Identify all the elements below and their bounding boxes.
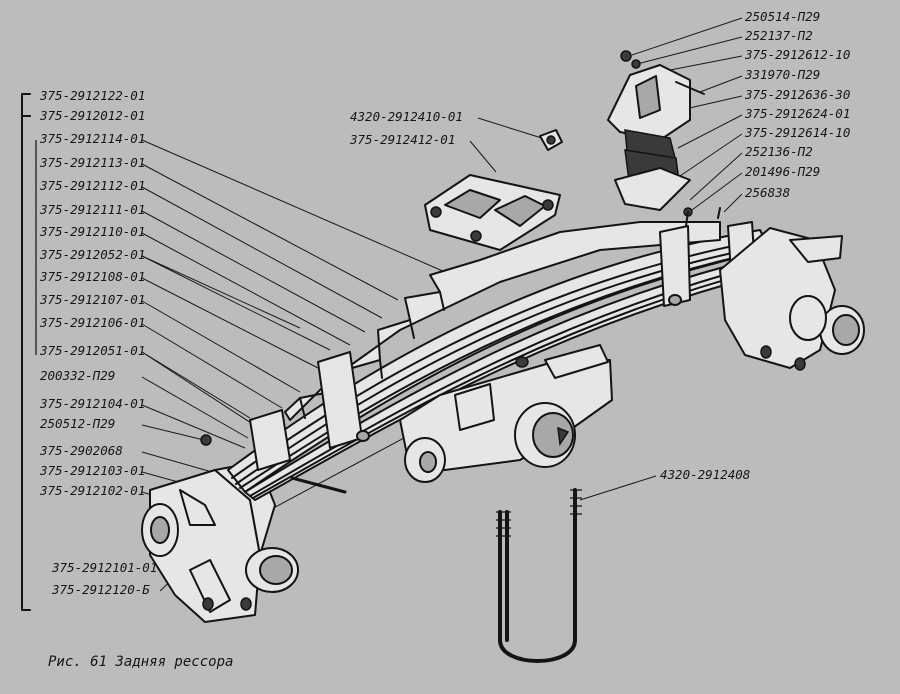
label-bracket — [21, 93, 37, 611]
label-375-2912106-01: 375-2912106-01 — [39, 315, 145, 330]
spring-pad — [424, 129, 563, 251]
label-256838: 256838 — [745, 185, 790, 200]
center-bolt — [290, 476, 347, 494]
label-250514-p29: 250514-П29 — [745, 9, 820, 24]
label-375-2912101-01: 375-2912101-01 — [51, 560, 157, 575]
label-375-2912112-01: 375-2912112-01 — [39, 178, 145, 193]
label-375-2912114-01: 375-2912114-01 — [39, 131, 145, 146]
leader-lines-right — [469, 17, 743, 501]
u-bolt — [496, 488, 582, 663]
label-250512-p29: 250512-П29 — [40, 416, 115, 431]
front-bracket — [141, 461, 299, 623]
label-375-2912120-b: 375-2912120-Б — [51, 582, 150, 597]
label-252137-p2: 252137-П2 — [745, 28, 813, 43]
label-375-2912111-01: 375-2912111-01 — [39, 202, 145, 217]
label-375-2912102-01: 375-2912102-01 — [39, 483, 145, 498]
label-375-2912636-30: 375-2912636-30 — [744, 87, 850, 102]
label-375-2912122-01: 375-2912122-01 — [39, 88, 145, 103]
label-375-2912052-01: 375-2912052-01 — [39, 247, 145, 262]
figure-caption: Рис. 61 Задняя рессора — [48, 654, 233, 670]
label-201496-p29: 201496-П29 — [745, 164, 820, 179]
label-252136-p2: 252136-П2 — [745, 144, 813, 159]
label-375-2912107-01: 375-2912107-01 — [39, 292, 145, 307]
label-375-2902068: 375-2902068 — [39, 443, 123, 458]
labels-left: 375-2912122-01 375-2912012-01 375-291211… — [39, 88, 157, 597]
label-375-2912012-01: 375-2912012-01 — [39, 108, 145, 123]
label-331970-p29: 331970-П29 — [744, 67, 820, 82]
label-375-2912113-01: 375-2912113-01 — [39, 155, 145, 170]
rear-bracket — [719, 227, 865, 371]
label-375-2912110-01: 375-2912110-01 — [39, 224, 145, 239]
label-4320-2912410-01: 4320-2912410-01 — [350, 109, 463, 124]
label-375-2912624-01: 375-2912624-01 — [744, 106, 850, 121]
axle-seat — [399, 344, 613, 483]
bump-stop — [200, 50, 721, 446]
label-375-2912614-10: 375-2912614-10 — [744, 125, 850, 140]
label-375-2912612-10: 375-2912612-10 — [744, 47, 850, 62]
label-375-2912108-01: 375-2912108-01 — [39, 269, 145, 284]
labels-top-right: 250514-П29 252137-П2 375-2912612-10 3319… — [744, 9, 850, 200]
label-200332-p29: 200332-П29 — [40, 368, 115, 383]
label-375-2912051-01: 375-2912051-01 — [39, 343, 145, 358]
label-375-2912412-01: 375-2912412-01 — [349, 132, 455, 147]
leaf-spring-pack — [227, 221, 773, 501]
label-375-2912103-01: 375-2912103-01 — [39, 463, 145, 478]
label-4320-2912408: 4320-2912408 — [660, 467, 750, 482]
labels-center: 4320-2912410-01 375-2912412-01 4320-2912… — [349, 109, 750, 482]
label-375-2912104-01: 375-2912104-01 — [39, 396, 145, 411]
